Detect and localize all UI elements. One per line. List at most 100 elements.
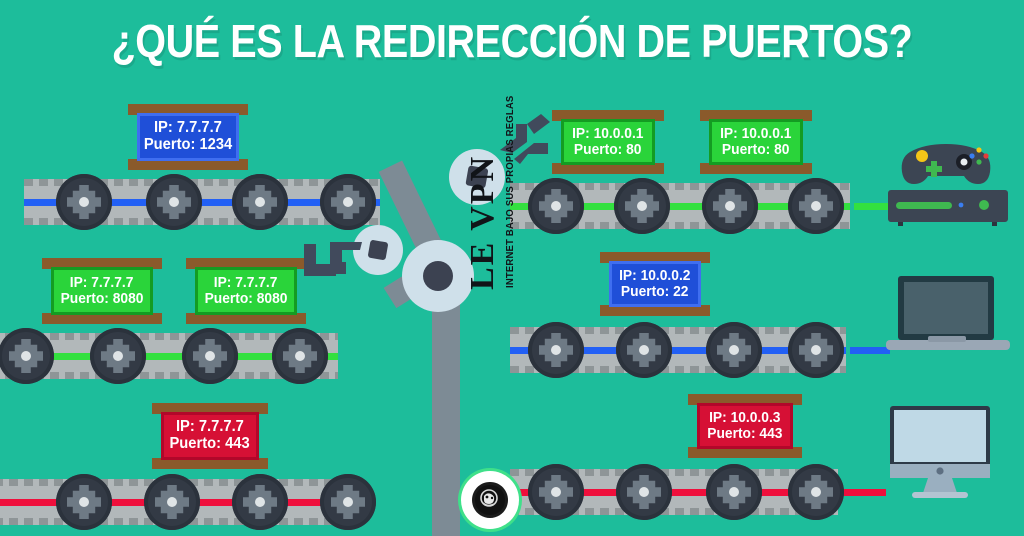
wheel-cap xyxy=(811,487,821,497)
robot-arm-joint-upper[interactable] xyxy=(449,149,505,205)
belt-output-stub xyxy=(844,489,886,496)
belt-wheel xyxy=(144,474,200,530)
wheel-cap xyxy=(21,351,31,361)
sign-bar-top xyxy=(152,403,268,414)
belt-line-red xyxy=(510,489,838,496)
sign-ip: IP: 10.0.0.1 xyxy=(720,125,792,143)
wheel-cap xyxy=(255,497,265,507)
sign-internal-22[interactable]: IP: 10.0.0.2 Puerto: 22 xyxy=(600,252,710,316)
robot-arm-joint-lower[interactable] xyxy=(353,225,403,275)
sign-bar-top xyxy=(128,104,248,115)
belt-wheel xyxy=(788,322,844,378)
sign-plate: IP: 7.7.7.7 Puerto: 443 xyxy=(161,412,259,460)
sign-internal-80-a[interactable]: IP: 10.0.0.1 Puerto: 80 xyxy=(552,110,664,174)
wheel-cap xyxy=(639,487,649,497)
lion-shield-icon xyxy=(472,482,508,518)
pivot-core xyxy=(423,261,453,291)
wheel-cap xyxy=(551,201,561,211)
sign-bar-bottom xyxy=(688,447,802,458)
sign-bar-top xyxy=(600,252,710,263)
belt-wheel xyxy=(182,328,238,384)
sign-ip: IP: 7.7.7.7 xyxy=(214,274,278,292)
sign-port: Puerto: 443 xyxy=(707,425,783,442)
sign-external-8080-a[interactable]: IP: 7.7.7.7 Puerto: 8080 xyxy=(42,258,162,324)
joint-bolt-icon xyxy=(367,239,389,261)
device-game-console[interactable] xyxy=(884,142,1012,228)
device-laptop[interactable] xyxy=(884,272,1012,354)
sign-port: Puerto: 8080 xyxy=(204,290,288,307)
sign-internal-80-b[interactable]: IP: 10.0.0.1 Puerto: 80 xyxy=(700,110,812,174)
robot-arm-pivot[interactable] xyxy=(402,240,474,312)
belt-wheel xyxy=(232,174,288,230)
sign-plate: IP: 10.0.0.2 Puerto: 22 xyxy=(609,261,701,307)
sign-ip: IP: 7.7.7.7 xyxy=(176,418,244,436)
belt-wheel xyxy=(702,178,758,234)
wheel-cap xyxy=(725,201,735,211)
belt-wheel xyxy=(788,178,844,234)
wheel-cap xyxy=(811,201,821,211)
belt-wheel xyxy=(0,328,54,384)
sign-plate: IP: 7.7.7.7 Puerto: 1234 xyxy=(137,113,239,161)
wheel-cap xyxy=(551,345,561,355)
sign-ip: IP: 7.7.7.7 xyxy=(154,119,222,137)
sign-internal-443[interactable]: IP: 10.0.0.3 Puerto: 443 xyxy=(688,394,802,458)
sign-port: Puerto: 8080 xyxy=(60,290,144,307)
wheel-cap xyxy=(343,497,353,507)
sign-plate: IP: 10.0.0.3 Puerto: 443 xyxy=(697,403,793,449)
belt-wheel xyxy=(616,322,672,378)
wheel-cap xyxy=(811,345,821,355)
sign-bar-bottom xyxy=(186,313,306,324)
sign-bar-top xyxy=(186,258,306,269)
belt-wheel xyxy=(56,474,112,530)
belt-wheel xyxy=(706,322,762,378)
device-desktop[interactable] xyxy=(890,402,1000,498)
sign-bar-bottom xyxy=(600,305,710,316)
belt-wheel xyxy=(706,464,762,520)
brand-badge[interactable] xyxy=(461,471,519,529)
sign-ip: IP: 10.0.0.1 xyxy=(572,125,644,143)
belt-right-mid xyxy=(510,314,890,386)
belt-left-bottom xyxy=(0,466,376,536)
belt-wheel xyxy=(528,322,584,378)
wheel-cap xyxy=(79,197,89,207)
belt-wheel xyxy=(616,464,672,520)
belt-wheel xyxy=(528,464,584,520)
game-controller-icon xyxy=(901,144,991,184)
brand-tagline: INTERNET BAJO SUS PROPIAS REGLAS xyxy=(505,95,516,288)
brand-block: LE VPN INTERNET BAJO SUS PROPIAS REGLAS xyxy=(456,96,516,290)
sign-external-443[interactable]: IP: 7.7.7.7 Puerto: 443 xyxy=(152,403,268,469)
belt-right-top xyxy=(510,170,894,242)
sign-external-1234[interactable]: IP: 7.7.7.7 Puerto: 1234 xyxy=(128,104,248,170)
wheel-cap xyxy=(551,487,561,497)
wheel-cap xyxy=(639,345,649,355)
belt-wheel xyxy=(528,178,584,234)
wheel-cap xyxy=(343,197,353,207)
wheel-cap xyxy=(113,351,123,361)
wheel-cap xyxy=(637,201,647,211)
belt-left-top xyxy=(24,166,380,238)
belt-output-stub xyxy=(850,347,890,354)
sign-port: Puerto: 80 xyxy=(722,141,790,158)
belt-wheel xyxy=(614,178,670,234)
wheel-cap xyxy=(295,351,305,361)
sign-plate: IP: 7.7.7.7 Puerto: 8080 xyxy=(195,267,297,315)
wheel-cap xyxy=(729,345,739,355)
belt-output-stub xyxy=(854,203,894,210)
sign-port: Puerto: 80 xyxy=(574,141,642,158)
belt-wheel xyxy=(146,174,202,230)
sign-ip: IP: 10.0.0.2 xyxy=(619,267,691,285)
belt-line-green xyxy=(0,353,338,360)
belt-line-blue xyxy=(510,347,846,354)
sign-bar-bottom xyxy=(42,313,162,324)
belt-wheel xyxy=(320,474,376,530)
sign-bar-top xyxy=(552,110,664,121)
belt-wheel xyxy=(272,328,328,384)
sign-bar-bottom xyxy=(552,163,664,174)
belt-wheel xyxy=(232,474,288,530)
sign-port: Puerto: 1234 xyxy=(143,136,233,153)
sign-external-8080-b[interactable]: IP: 7.7.7.7 Puerto: 8080 xyxy=(186,258,306,324)
sign-port: Puerto: 443 xyxy=(169,435,251,452)
belt-wheel xyxy=(56,174,112,230)
wheel-cap xyxy=(167,497,177,507)
